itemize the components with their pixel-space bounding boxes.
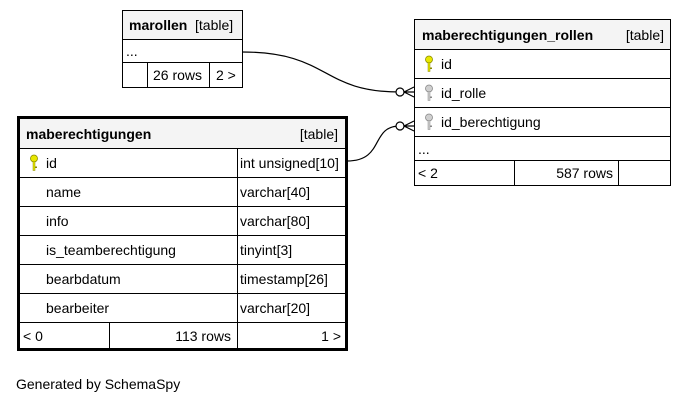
row-count: 26 rows [153,67,203,83]
column-name: bearbeiter [46,300,110,316]
table-maberechtigungen[interactable]: maberechtigungen [table] id int unsigned[… [17,116,348,351]
column-row[interactable]: id [415,50,670,79]
table-kind: [table] [625,26,664,43]
row-count: 587 rows [556,165,613,181]
column-name: info [46,213,69,229]
column-type: varchar[40] [240,184,311,200]
edge-maberechtigungen-to-rollen [346,125,401,162]
crowfoot-marker-rollen [395,86,415,98]
column-name: id [46,155,57,171]
table-name[interactable]: maberechtigungen_rollen [422,26,594,43]
column-row[interactable]: name varchar[40] [20,178,345,207]
column-name: is_teamberechtigung [46,242,176,258]
crowfoot-marker-berechtigung [395,120,415,132]
table-marollen[interactable]: marollen [table] ... 26 rows 2 > [122,10,243,88]
column-row[interactable]: id_rolle [415,79,670,108]
generated-by-label: Generated by SchemaSpy [16,376,181,392]
parents-count[interactable]: < 2 [418,165,438,181]
table-name[interactable]: marollen [129,17,188,33]
row-count: 113 rows [175,327,231,344]
column-row[interactable]: bearbdatum timestamp[26] [20,265,345,294]
table-kind: [table] [195,17,234,33]
table-header: maberechtigungen_rollen [table] [415,20,670,50]
children-count[interactable]: 1 > [321,327,341,344]
key-icon [30,154,38,171]
table-ellipsis-row: ... [123,40,242,63]
column-name: id [441,56,452,72]
column-row[interactable]: id int unsigned[10] [20,149,345,178]
column-type: int unsigned[10] [240,155,339,171]
table-header: marollen [table] [123,11,242,40]
table-footer-row: < 2 587 rows [415,161,670,185]
key-icon [425,113,433,130]
edge-marollen-to-rollen [241,51,401,93]
column-type: varchar[80] [240,213,311,229]
table-footer-row: 26 rows 2 > [123,63,242,87]
ellipsis: ... [418,140,430,157]
table-ellipsis-row: ... [415,137,670,161]
parents-count[interactable]: < 0 [23,327,43,344]
column-name: id_rolle [441,85,487,101]
column-type: tinyint[3] [240,242,293,258]
table-header: maberechtigungen [table] [20,119,345,149]
column-row[interactable]: id_berechtigung [415,108,670,137]
column-name: bearbdatum [46,271,121,287]
key-icon [425,84,433,101]
ellipsis: ... [126,43,138,59]
column-row[interactable]: info varchar[80] [20,207,345,236]
column-type: timestamp[26] [240,271,328,287]
column-name: name [46,184,82,200]
table-name[interactable]: maberechtigungen [26,125,152,142]
column-type: varchar[20] [240,300,311,316]
table-maberechtigungen-rollen[interactable]: maberechtigungen_rollen [table] id id_ro… [414,19,671,186]
column-name: id_berechtigung [441,114,541,130]
column-row[interactable]: bearbeiter varchar[20] [20,294,345,323]
column-row[interactable]: is_teamberechtigung tinyint[3] [20,236,345,265]
key-icon [425,55,433,72]
table-kind: [table] [299,125,338,142]
children-count[interactable]: 2 > [216,67,236,83]
table-footer-row: < 0 113 rows 1 > [20,323,345,348]
